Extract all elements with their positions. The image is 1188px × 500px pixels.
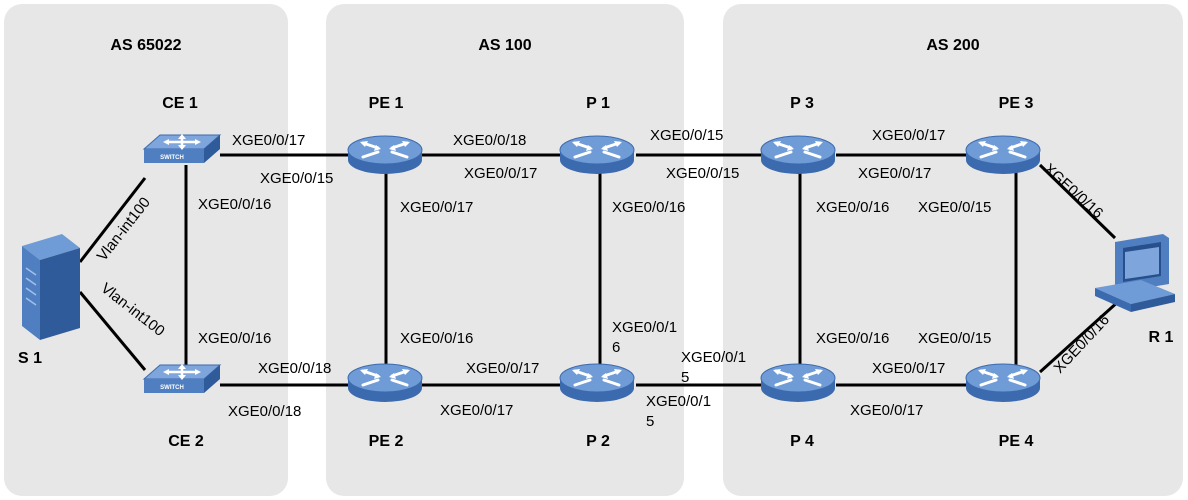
port-pe3-pe4: XGE0/0/15: [918, 199, 991, 216]
p2-router-icon[interactable]: [558, 362, 636, 404]
svg-text:SWITCH: SWITCH: [160, 155, 184, 161]
links: [78, 153, 1122, 387]
port-p2-pe2: XGE0/0/17: [440, 402, 513, 419]
port-p2-p4-a: XGE0/0/1: [646, 393, 711, 410]
port-p4-p3: XGE0/0/16: [816, 330, 889, 347]
port-p4-pe4: XGE0/0/17: [872, 360, 945, 377]
ce1-label: CE 1: [162, 95, 198, 112]
svg-text:SWITCH: SWITCH: [160, 385, 184, 391]
port-pe4-pe3: XGE0/0/15: [918, 330, 991, 347]
port-pe2-p2: XGE0/0/17: [466, 360, 539, 377]
pe4-label: PE 4: [999, 433, 1034, 450]
port-pe2-ce2: XGE0/0/18: [228, 403, 301, 420]
port-p2-p4-b: 5: [646, 413, 654, 430]
r1-label: R 1: [1149, 329, 1174, 346]
port-p4-p2-a: XGE0/0/1: [681, 349, 746, 366]
ce2-switch-icon[interactable]: SWITCH: [142, 362, 222, 395]
pe3-label: PE 3: [999, 95, 1034, 112]
port-ce1-pe1: XGE0/0/17: [232, 132, 305, 149]
port-p4-p2-b: 5: [681, 369, 689, 386]
ce1-switch-icon[interactable]: SWITCH: [142, 132, 222, 165]
pe1-router-icon[interactable]: [346, 134, 424, 176]
port-pe4-p4: XGE0/0/17: [850, 402, 923, 419]
r1-pc-icon[interactable]: [1095, 234, 1175, 312]
p1-router-icon[interactable]: [558, 134, 636, 176]
port-pe1-p1: XGE0/0/18: [453, 132, 526, 149]
port-ce2-pe2: XGE0/0/18: [258, 360, 331, 377]
p3-label: P 3: [790, 95, 814, 112]
ce2-label: CE 2: [168, 433, 204, 450]
p2-label: P 2: [586, 433, 610, 450]
pe4-router-icon[interactable]: [964, 362, 1042, 404]
link-pe3-r1: [1038, 163, 1117, 240]
pe2-label: PE 2: [369, 433, 404, 450]
port-p2-p1-b: 6: [612, 339, 620, 356]
pe1-label: PE 1: [369, 95, 404, 112]
as65022-title: AS 65022: [110, 37, 181, 54]
port-p3-p1: XGE0/0/15: [666, 165, 739, 182]
s1-label: S 1: [18, 350, 42, 367]
link-s1-ce2: [78, 291, 147, 371]
port-p1-pe1: XGE0/0/17: [464, 165, 537, 182]
port-p3-p4: XGE0/0/16: [816, 199, 889, 216]
port-pe1-pe2: XGE0/0/17: [400, 199, 473, 216]
port-pe2-pe1: XGE0/0/16: [400, 330, 473, 347]
port-pe3-p3: XGE0/0/17: [858, 165, 931, 182]
port-pe1-ce1: XGE0/0/15: [260, 170, 333, 187]
p1-label: P 1: [586, 95, 610, 112]
port-p2-p1-a: XGE0/0/1: [612, 319, 677, 336]
region-as200: [723, 4, 1183, 496]
s1-server-icon[interactable]: [22, 234, 80, 340]
pe3-router-icon[interactable]: [964, 134, 1042, 176]
port-ce2-ce1: XGE0/0/16: [198, 330, 271, 347]
port-p1-p2: XGE0/0/16: [612, 199, 685, 216]
region-as100: [326, 4, 684, 496]
link-pe4-r1: [1038, 298, 1122, 374]
port-p1-p3: XGE0/0/15: [650, 127, 723, 144]
port-p3-pe3: XGE0/0/17: [872, 127, 945, 144]
p4-label: P 4: [790, 433, 814, 450]
p4-router-icon[interactable]: [759, 362, 837, 404]
as200-title: AS 200: [926, 37, 979, 54]
as100-title: AS 100: [478, 37, 531, 54]
port-ce1-ce2: XGE0/0/16: [198, 196, 271, 213]
p3-router-icon[interactable]: [759, 134, 837, 176]
link-s1-ce1: [78, 177, 147, 263]
pe2-router-icon[interactable]: [346, 362, 424, 404]
